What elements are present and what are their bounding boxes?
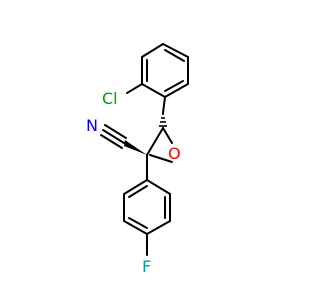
triple-bond: [100, 124, 127, 149]
bond: [123, 179, 148, 195]
bond: [141, 83, 166, 98]
bond: [146, 127, 164, 156]
bond: [164, 80, 184, 92]
bond: [162, 127, 173, 144]
oxygen-label: O: [168, 144, 181, 163]
bond-c-cl: [126, 83, 143, 94]
molecule-structure: Cl N O F: [86, 43, 189, 276]
bond: [146, 220, 171, 235]
bond: [164, 49, 185, 62]
structure-canvas: Cl N O F: [86, 43, 189, 276]
chlorophenyl-ring: [141, 43, 189, 98]
bond: [146, 179, 171, 195]
bond: [141, 43, 164, 58]
bond: [164, 83, 189, 98]
fluorophenyl-ring: [123, 179, 171, 235]
chlorine-label: Cl: [102, 89, 118, 108]
bond: [128, 217, 148, 229]
bond: [128, 185, 148, 198]
hashed-wedge-bond: [159, 113, 167, 127]
fluorine-label: F: [142, 257, 151, 276]
bond: [123, 220, 148, 235]
bond: [162, 96, 166, 114]
bond: [149, 154, 173, 163]
nitrogen-label: N: [86, 116, 98, 135]
bond: [162, 43, 189, 58]
solid-wedge-bond: [124, 140, 147, 155]
epoxide-ring: [146, 127, 173, 163]
